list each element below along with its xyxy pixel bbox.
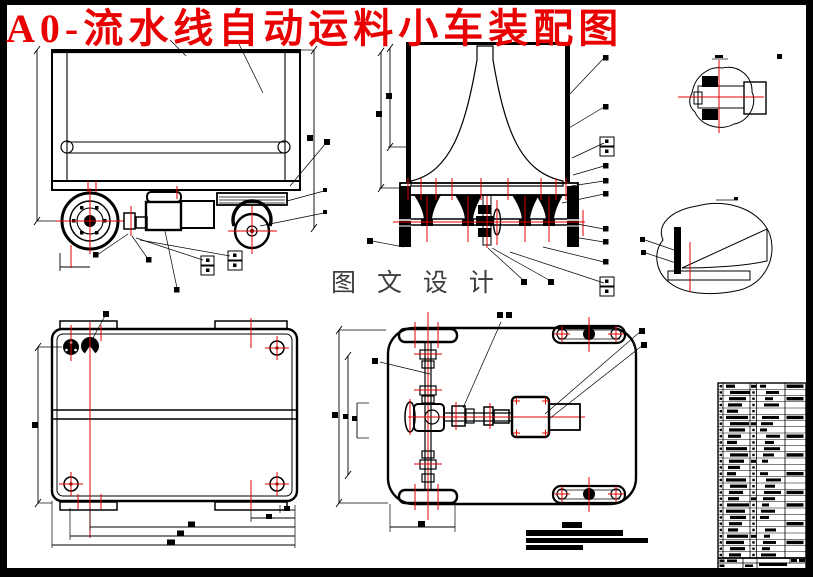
- title-block: [718, 557, 806, 570]
- motor-gearbox: [87, 181, 215, 236]
- front-view-balloons: [367, 55, 615, 297]
- detail-view-a: [678, 54, 782, 133]
- drawing-title: A0-流水线自动运料小车装配图: [6, 6, 624, 51]
- side-view: [33, 39, 330, 293]
- parts-list-table: [717, 382, 807, 571]
- front-view-dimensions: [376, 43, 406, 193]
- axle-collars: [414, 349, 442, 483]
- technical-notes: [526, 522, 648, 550]
- hopper: [410, 45, 564, 187]
- top-view-dimensions: [32, 342, 296, 548]
- front-view: [367, 42, 615, 297]
- motor-bottom: [510, 395, 581, 439]
- sprocket: [63, 337, 99, 357]
- detail-view-b: [640, 197, 773, 295]
- caster-mounts: [551, 317, 627, 512]
- corner-holes: [59, 336, 289, 496]
- side-view-dimensions: [33, 45, 318, 271]
- side-view-balloons: [93, 39, 330, 293]
- drive-wheel: [56, 188, 124, 254]
- bottom-view-dimensions: [332, 325, 456, 532]
- front-view-centerlines: [393, 178, 585, 242]
- bottom-view-balloons: [372, 312, 647, 420]
- top-view: [32, 311, 299, 548]
- parts-table-rows: [718, 383, 806, 558]
- watermark-text: 图 文 设 计: [331, 269, 501, 297]
- drive-shaft: [408, 402, 585, 430]
- bottom-view: [332, 312, 647, 532]
- caster-wheel: [216, 192, 288, 254]
